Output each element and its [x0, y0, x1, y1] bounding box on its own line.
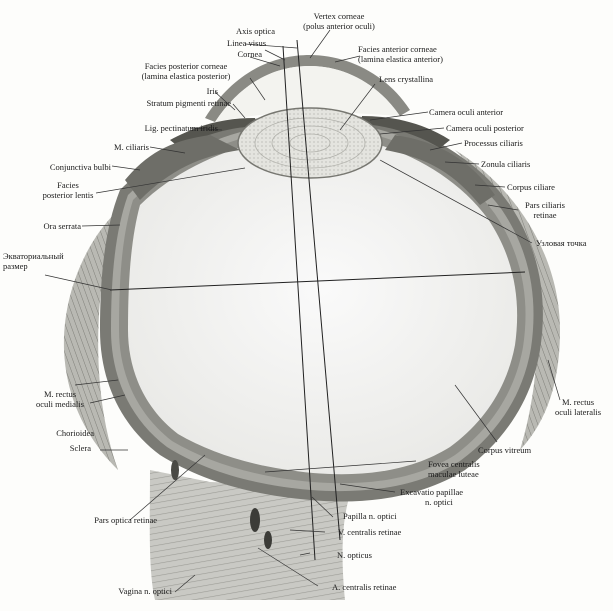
label-linea-visus: Linea visus — [227, 38, 266, 48]
label-papilla-n-optici: Papilla n. optici — [343, 511, 397, 521]
linea-visus-line — [282, 45, 316, 561]
vessel-1 — [250, 508, 260, 532]
label-sclera: Sclera — [69, 443, 91, 453]
label-camera-posterior: Camera oculi posterior — [446, 123, 524, 133]
label-excavatio-sub: n. optici — [425, 497, 453, 507]
label-iris: Iris — [206, 86, 218, 96]
label-processus-ciliaris: Processus ciliaris — [464, 138, 523, 148]
label-lens-crystallina: Lens crystallina — [379, 74, 434, 84]
label-m-rectus-medialis: M. rectus — [43, 389, 77, 399]
label-facies-posterior-lentis-sub: posterior lentis — [42, 190, 94, 200]
axis-optica-line — [296, 39, 341, 541]
vessel-2 — [264, 531, 272, 549]
ciliary-left-shape — [125, 135, 240, 200]
label-excavatio-papillae: Excavatio papillae — [400, 487, 464, 497]
label-facies-posterior-lentis: Facies — [57, 180, 79, 190]
rectus-medialis-shape — [63, 200, 140, 470]
label-m-rectus-medialis-sub: oculi medialis — [36, 399, 84, 409]
label-vagina-n-optici: Vagina n. optici — [118, 586, 172, 596]
label-zonula-ciliaris: Zonula ciliaris — [481, 159, 531, 169]
optic-nerve-shape — [149, 470, 350, 600]
label-n-opticus: N. opticus — [337, 550, 372, 560]
label-facies-anterior-sub: (lamina elastica anterior) — [358, 54, 443, 64]
label-facies-posterior-sub: (lamina elastica posterior) — [141, 71, 231, 81]
corpus-vitreum-shape — [128, 136, 518, 475]
label-camera-anterior: Camera oculi anterior — [429, 107, 504, 117]
label-vertex-sub: (polus anterior oculi) — [303, 21, 375, 31]
label-vertex-corneae: Vertex corneae — [313, 11, 365, 21]
label-uzlovaya-tochka: Узловая точка — [536, 238, 587, 248]
label-stratum-pigmenti: Stratum pigmenti retinae — [146, 98, 231, 108]
label-conjunctiva-bulbi: Conjunctiva bulbi — [49, 162, 111, 172]
label-corpus-vitreum: Corpus vitreum — [478, 445, 532, 455]
label-facies-posterior-corneae: Facies posterior corneae — [144, 61, 228, 71]
label-pars-ciliaris: Pars ciliaris — [525, 200, 565, 210]
label-ekvatorialny: Экваториальный — [3, 251, 64, 261]
label-fovea-sub: maculae luteae — [428, 469, 479, 479]
label-m-rectus-lateralis-sub: oculi lateralis — [554, 407, 602, 417]
cornea-shape — [205, 55, 410, 122]
ciliary-right-shape — [385, 135, 495, 205]
label-m-rectus-lateralis: M. rectus — [561, 397, 595, 407]
label-facies-anterior-corneae: Facies anterior corneae — [358, 44, 437, 54]
label-axis-optica: Axis optica — [236, 26, 275, 36]
equator-line — [109, 271, 526, 291]
label-pars-ciliaris-sub: retinae — [533, 210, 557, 220]
label-pars-optica-retinae: Pars optica retinae — [94, 515, 157, 525]
camera-anterior-shape — [215, 66, 400, 122]
label-v-centralis-retinae: V. centralis retinae — [338, 527, 402, 537]
label-ekvatorialny-sub: размер — [3, 261, 28, 271]
label-cornea: Cornea — [237, 49, 262, 59]
label-lig-pectinatum: Lig. pectinatum iridis — [144, 123, 218, 133]
label-corpus-ciliare: Corpus ciliare — [507, 182, 555, 192]
label-m-ciliaris: M. ciliaris — [114, 142, 149, 152]
vessel-3 — [171, 460, 179, 480]
lens-shape — [237, 107, 383, 179]
label-chorioidea: Chorioidea — [56, 428, 94, 438]
label-ora-serrata: Ora serrata — [43, 221, 81, 231]
label-fovea-centralis: Fovea centralis — [428, 459, 480, 469]
label-a-centralis-retinae: A. centralis retinae — [332, 582, 397, 592]
iris-right-shape — [362, 116, 450, 148]
